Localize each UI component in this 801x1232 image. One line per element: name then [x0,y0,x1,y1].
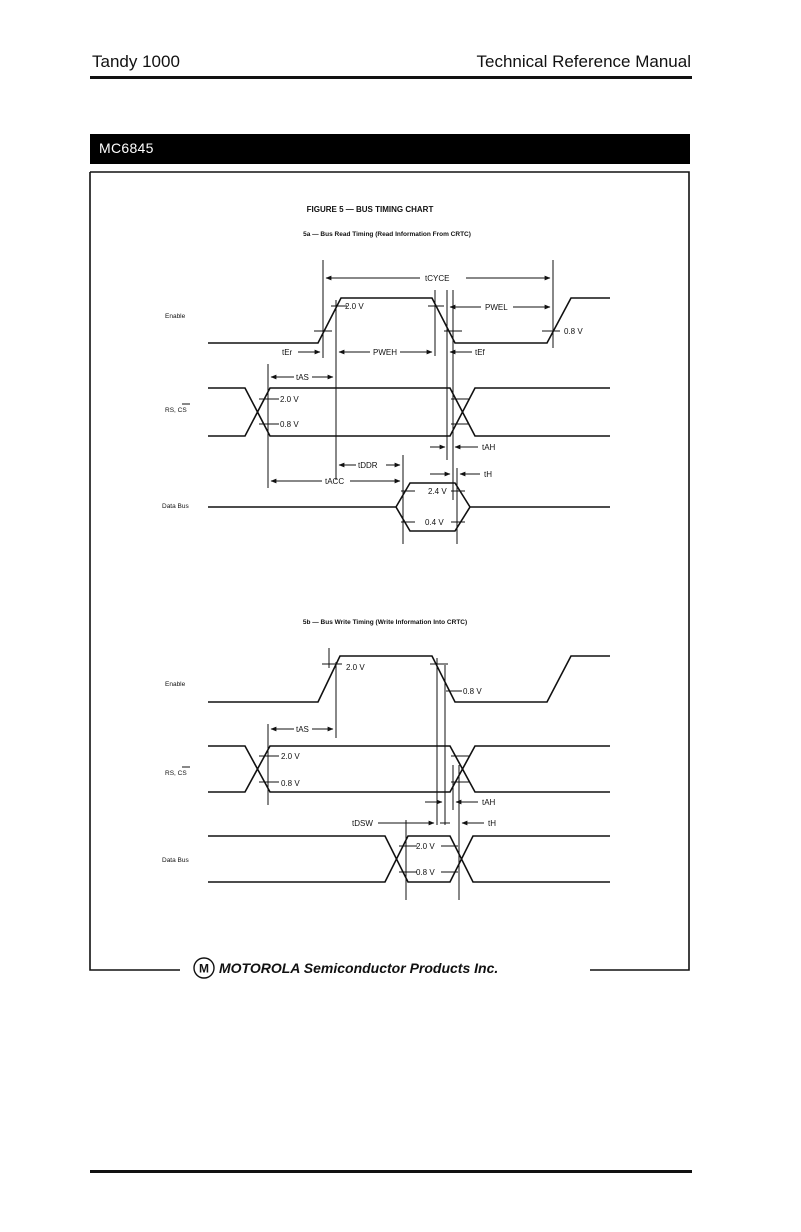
read-enable-threshold-ticks [314,305,560,332]
header-right-title: Technical Reference Manual [476,52,691,71]
write-databus-label: Data Bus [162,857,189,864]
read-rscs-08v: 0.8 V [280,420,299,429]
footer-rule [90,1170,692,1173]
read-enable-20v: 2.0 V [345,302,364,311]
read-databus-label: Data Bus [162,503,189,510]
write-subtitle: 5b — Bus Write Timing (Write Information… [303,619,467,626]
read-tas-label: tAS [296,373,309,382]
read-databus-threshold-ticks [401,490,465,523]
read-pweh-label: PWEH [373,348,397,357]
header-rule [90,76,692,79]
read-tah-label: tAH [482,443,496,452]
read-databus-waveform [208,482,610,532]
write-tas-label: tAS [296,725,309,734]
read-tacc-label: tACC [325,477,344,486]
read-databus-04v: 0.4 V [425,518,444,527]
read-reference-lines [267,260,554,544]
figure-frame [89,171,690,971]
header-left-title: Tandy 1000 [92,52,180,71]
read-subtitle: 5a — Bus Read Timing (Read Information F… [303,231,471,238]
read-rscs-20v: 2.0 V [280,395,299,404]
write-rscs-20v: 2.0 V [281,752,300,761]
write-th-label: tH [488,819,496,828]
write-tah-label: tAH [482,798,496,807]
write-rscs-label: RS, CS [165,770,187,777]
write-enable-waveform [208,655,610,703]
read-databus-24v: 2.4 V [428,487,447,496]
write-enable-08v: 0.8 V [463,687,482,696]
read-enable-08v: 0.8 V [564,327,583,336]
footer-brand: MOTOROLA Semiconductor Products Inc. [219,960,498,976]
read-tcyce-label: tCYCE [425,274,449,283]
read-enable-waveform [208,297,610,344]
write-rscs-waveform [208,745,610,793]
read-rscs-label: RS, CS [165,407,187,414]
read-pwel-label: PWEL [485,303,508,312]
write-reference-lines [267,648,460,900]
motorola-logo-letter: M [199,962,209,976]
write-enable-20v: 2.0 V [346,663,365,672]
read-th-label: tH [484,470,492,479]
figure-title: FIGURE 5 — BUS TIMING CHART [307,205,434,214]
write-tdsw-label: tDSW [352,819,373,828]
read-tef-label: tEf [475,348,486,357]
read-enable-label: Enable [165,313,186,320]
read-ter-label: tEr [282,348,293,357]
write-rscs-08v: 0.8 V [281,779,300,788]
write-enable-label: Enable [165,681,186,688]
motorola-logo-icon [193,957,215,979]
write-threshold-ticks [259,663,469,873]
read-tddr-label: tDDR [358,461,378,470]
read-rscs-threshold-ticks [259,398,469,425]
read-rscs-waveform [208,387,610,437]
section-band-label: MC6845 [99,140,154,156]
section-band: MC6845 [90,134,690,164]
write-databus-20v: 2.0 V [416,842,435,851]
write-databus-08v: 0.8 V [416,868,435,877]
write-databus-waveform [208,835,610,883]
